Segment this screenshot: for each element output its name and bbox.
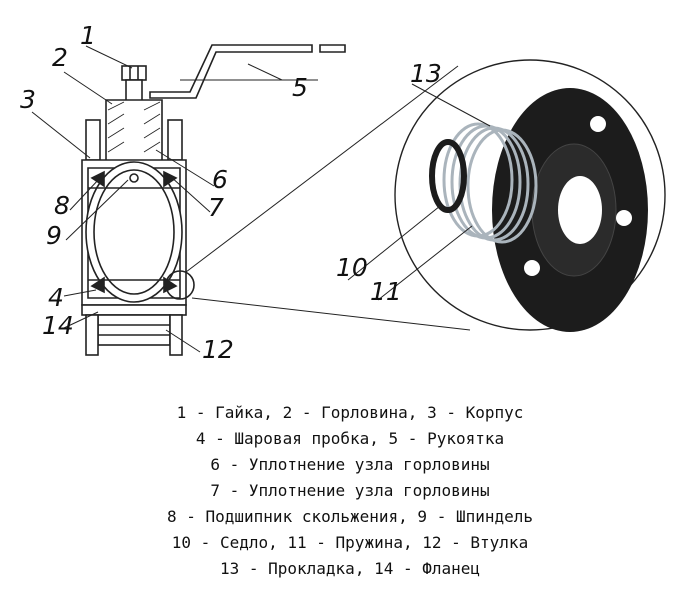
legend-line: 6 - Уплотнение узла горловины: [210, 455, 490, 474]
callout-11: 11: [370, 277, 402, 306]
legend-line: 10 - Седло, 11 - Пружина, 12 - Втулка: [171, 533, 529, 552]
callout-leaders: [31, 45, 491, 353]
callout-9: 9: [46, 221, 62, 250]
callout-3: 3: [20, 85, 36, 114]
legend-line: 7 - Уплотнение узла горловины: [210, 481, 490, 500]
detail-marker: [165, 270, 195, 300]
valve-drawing: 1 2 3 4 5 6 7 8 9 10 11 12 13 14: [20, 21, 666, 364]
callout-2: 2: [52, 43, 68, 72]
nut: [121, 65, 147, 81]
parts-legend: 1 - Гайка, 2 - Горловина, 3 - Корпус 4 -…: [0, 400, 700, 582]
callout-7: 7: [208, 193, 224, 222]
zoom-detail: [394, 59, 666, 332]
handle: [149, 44, 313, 99]
zoom-leaders: [185, 65, 471, 331]
legend-line: 4 - Шаровая пробка, 5 - Рукоятка: [195, 429, 505, 448]
neck: [105, 99, 163, 166]
bushing: [97, 314, 171, 346]
valve-section: [81, 44, 346, 356]
callout-5: 5: [292, 73, 308, 102]
handle-end: [319, 44, 346, 53]
callout-6: 6: [212, 165, 228, 194]
callout-10: 10: [336, 253, 368, 282]
legend-line: 13 - Прокладка, 14 - Фланец: [219, 559, 481, 578]
legend-line: 1 - Гайка, 2 - Горловина, 3 - Корпус: [176, 403, 524, 422]
seat: [429, 139, 467, 213]
callout-14: 14: [42, 311, 74, 340]
callout-12: 12: [202, 335, 234, 364]
callout-1: 1: [80, 21, 96, 50]
legend-line: 8 - Подшипник скольжения, 9 - Шпиндель: [166, 507, 534, 526]
callout-8: 8: [54, 191, 70, 220]
callout-4: 4: [48, 283, 64, 312]
callout-13: 13: [410, 59, 442, 88]
callouts: 1 2 3 4 5 6 7 8 9 10 11 12 13 14: [20, 21, 442, 364]
spring: [442, 122, 538, 244]
